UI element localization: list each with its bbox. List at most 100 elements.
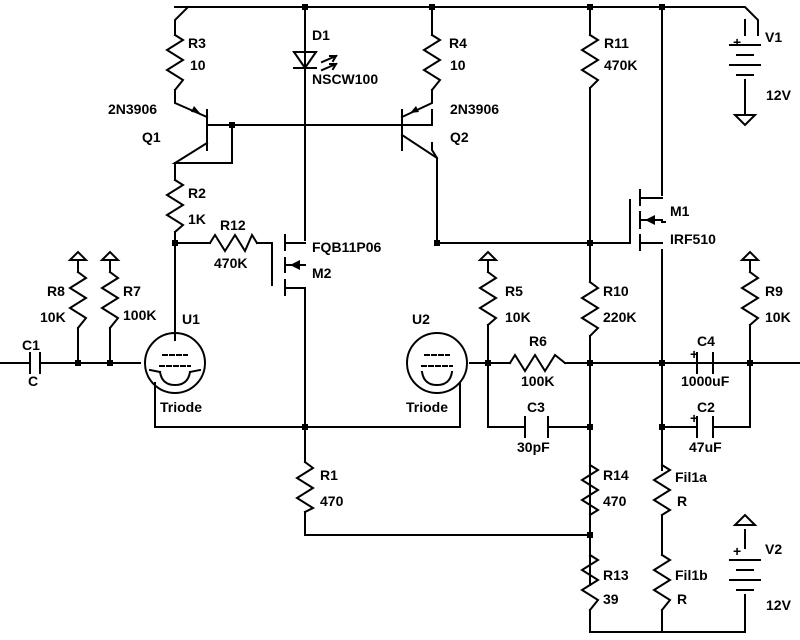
transistor-q1	[191, 106, 208, 151]
wire-top-left	[174, 5, 190, 36]
triode-u1	[144, 332, 206, 394]
label-v2-value: 12V	[766, 597, 792, 613]
resistor-fil1b	[652, 553, 672, 612]
label-q2-ref: Q2	[450, 129, 469, 145]
mosfet-m2	[271, 234, 306, 296]
supply-arrow-r7	[99, 250, 121, 261]
label-d1-ref: D1	[312, 27, 330, 43]
label-r14-value: 470	[603, 493, 627, 509]
wire-top-rail	[174, 6, 759, 36]
resistor-r12	[208, 232, 259, 254]
label-r12-ref: R12	[220, 217, 246, 233]
label-r2-ref: R2	[188, 185, 206, 201]
label-v1-ref: V1	[765, 29, 782, 45]
capacitors	[29, 352, 714, 438]
resistor-r3	[165, 33, 185, 92]
capacitor-c3	[524, 416, 549, 438]
resistor-r13	[580, 553, 600, 612]
supply-arrow-r9	[739, 250, 761, 261]
resistor-r14	[580, 463, 600, 517]
wire-m1	[661, 6, 666, 471]
label-r7-value: 100K	[123, 307, 156, 323]
supply-arrow-r5	[477, 250, 499, 261]
label-r9-value: 10K	[765, 309, 791, 325]
label-m2-ref: M2	[312, 265, 332, 281]
resistor-r9	[740, 270, 760, 327]
label-q1-value: 2N3906	[108, 101, 157, 117]
label-r1-ref: R1	[320, 467, 338, 483]
label-c2-ref: C2	[697, 399, 715, 415]
led-d1	[292, 51, 338, 72]
label-d1-value: NSCW100	[312, 71, 378, 87]
label-r11-value: 470K	[604, 57, 637, 73]
label-v1-plus: +	[733, 34, 741, 50]
resistor-r4	[422, 33, 442, 92]
wire-r5	[487, 259, 591, 428]
resistor-r8	[68, 270, 88, 330]
junctions	[75, 4, 753, 538]
source-v2	[729, 513, 761, 591]
label-r13-value: 39	[603, 591, 619, 607]
label-r8-ref: R8	[47, 283, 65, 299]
label-c4-value: 1000uF	[681, 373, 730, 389]
label-u2-value: Triode	[406, 399, 448, 415]
wire-v2	[589, 529, 746, 633]
label-q2-value: 2N3906	[450, 101, 499, 117]
source-v1	[729, 19, 761, 127]
capacitor-c2	[696, 416, 714, 438]
supply-arrows	[67, 250, 761, 261]
resistor-fil1a	[652, 463, 672, 517]
wire-r4	[400, 6, 433, 151]
label-c1-value: C	[28, 373, 38, 389]
wire-m2	[284, 6, 306, 428]
supply-arrow-r8	[67, 250, 89, 261]
label-fil1b-value: R	[677, 591, 687, 607]
label-c4-plus: +	[690, 346, 698, 362]
label-r5-ref: R5	[505, 283, 523, 299]
wires	[0, 5, 800, 633]
label-v1-value: 12V	[766, 87, 792, 103]
wire-r8-r7	[77, 259, 111, 364]
labels: R3 10 R4 10 R11 470K D1 NSCW100 2N3906 Q…	[22, 27, 792, 613]
resistor-r7	[100, 270, 120, 330]
capacitor-c4	[696, 352, 714, 374]
label-r3-ref: R3	[188, 35, 206, 51]
label-m2-value: FQB11P06	[312, 239, 381, 255]
label-c4-ref: C4	[697, 333, 715, 349]
label-r2-value: 1K	[188, 211, 206, 227]
label-r9-ref: R9	[765, 283, 783, 299]
label-c2-plus: +	[690, 410, 698, 426]
resistor-r2	[165, 178, 185, 234]
label-fil1a-ref: Fil1a	[675, 469, 707, 485]
label-r7-ref: R7	[123, 283, 141, 299]
label-m1-ref: M1	[670, 203, 690, 219]
mosfet-m1	[629, 189, 663, 251]
label-u2-ref: U2	[412, 311, 430, 327]
wire-r1	[304, 426, 591, 536]
label-v2-plus: +	[733, 543, 741, 559]
label-r5-value: 10K	[505, 309, 531, 325]
resistor-r5	[478, 270, 498, 327]
label-r3-value: 10	[190, 57, 206, 73]
label-r6-value: 100K	[521, 373, 554, 389]
resistors	[68, 33, 760, 612]
label-fil1a-value: R	[677, 493, 687, 509]
label-r11-ref: R11	[604, 35, 629, 51]
label-c3-ref: C3	[527, 399, 545, 415]
label-c2-value: 47uF	[689, 439, 722, 455]
label-m1-value: IRF510	[670, 231, 716, 247]
capacitor-c1	[29, 352, 41, 374]
label-r14-ref: R14	[603, 467, 629, 483]
label-r6-ref: R6	[529, 333, 547, 349]
label-r13-ref: R13	[603, 567, 629, 583]
label-r10-value: 220K	[603, 309, 636, 325]
label-u1-ref: U1	[182, 311, 200, 327]
label-u1-value: Triode	[160, 399, 202, 415]
transistor-q2	[400, 106, 439, 160]
triode-u2	[406, 332, 468, 394]
resistor-r6	[508, 353, 567, 373]
resistor-r10	[580, 280, 600, 338]
label-r1-value: 470	[320, 493, 344, 509]
label-r4-ref: R4	[449, 35, 467, 51]
